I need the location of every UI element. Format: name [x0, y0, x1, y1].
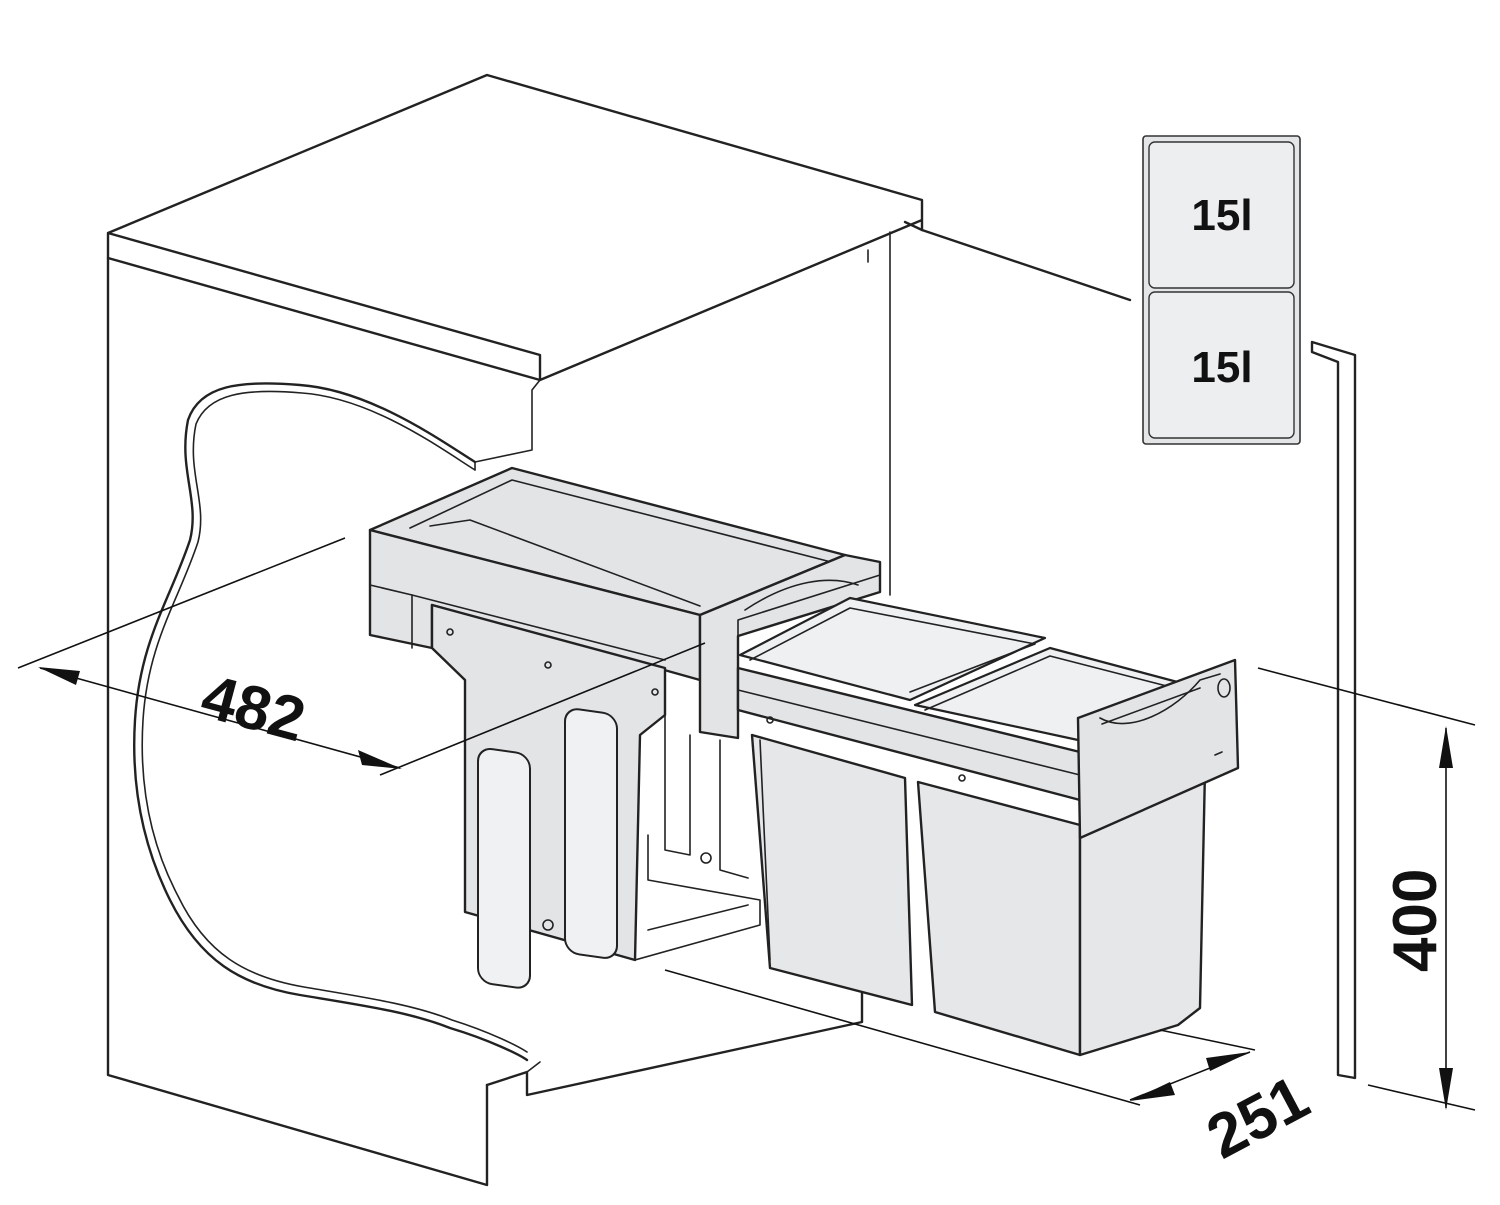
- frame-side-plate: [430, 603, 667, 962]
- bin-back-rim: [738, 596, 1047, 702]
- dimension-height-label: 400: [1381, 869, 1450, 972]
- dimension-depth-label: 482: [194, 662, 312, 755]
- front-panel: [1076, 658, 1240, 840]
- cabinet-right-panel: [1310, 340, 1357, 1080]
- bin-front-body: [916, 780, 1082, 1057]
- cabinet-floor: [485, 983, 864, 1097]
- dimension-width-label: 251: [1196, 1063, 1320, 1172]
- capacity-cell-bottom: [1148, 291, 1295, 439]
- bin-back: [738, 596, 1047, 1007]
- countertop: [106, 73, 924, 382]
- dimension-height: 400: [1257, 667, 1476, 1111]
- capacity-cell-top: [1148, 141, 1295, 289]
- front-panel-face: [1076, 658, 1240, 840]
- brand-logo-icon: [1217, 678, 1231, 698]
- handle-grip-icon: [1099, 673, 1221, 725]
- cabinet-back-edge: [920, 228, 1132, 302]
- frame-slot-right: [564, 708, 618, 959]
- capacity-legend: 15l 15l: [1142, 135, 1301, 445]
- capacity-label-bottom: 15l: [1191, 343, 1252, 392]
- capacity-label-top: 15l: [1191, 191, 1252, 240]
- cabinet-left-side: [106, 256, 489, 1187]
- frame-slot-left: [477, 747, 531, 989]
- pullout-frame: [368, 466, 882, 989]
- kitchen-cabinet: [106, 73, 1357, 1187]
- cutaway-line: [133, 382, 529, 1062]
- frame-handle: [698, 553, 882, 740]
- bin-back-body: [750, 733, 914, 1007]
